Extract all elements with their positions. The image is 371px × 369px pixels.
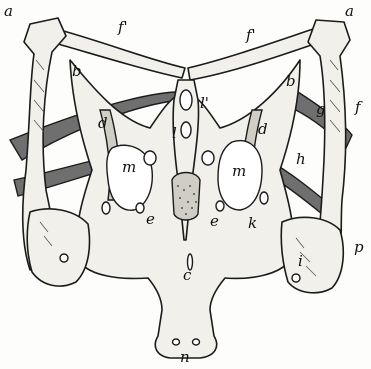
label-e-left: e [146,212,155,227]
label-m-left: m [122,160,136,175]
right-foramen-upper [202,151,214,165]
label-b-right: b [286,74,296,89]
keel-top-opening [180,90,192,110]
label-f: f [355,100,361,115]
left-foramen-e [136,203,144,213]
left-foramen-upper [144,151,156,165]
label-e-right: e [210,214,219,229]
label-a-right: a [345,4,354,19]
label-p: p [354,240,364,255]
label-l-prime: l' [200,96,209,111]
right-wing-foramen [292,274,300,282]
label-d-left: d [98,116,108,131]
nasal-opening-left [173,339,180,345]
label-h: h [296,152,306,167]
left-foramen-lower [102,202,110,214]
right-foramen-lower [260,192,268,204]
right-foramen-e [216,201,224,211]
label-d-right: d [258,122,268,137]
stippled-central-plate [172,173,200,221]
label-c: c [183,268,191,283]
label-f-prime-right: f' [246,28,256,43]
left-wing-foramen [60,254,68,262]
nasal-opening-right [193,339,200,345]
label-k: k [248,216,257,231]
label-a-left: a [4,4,13,19]
label-l: l [172,126,177,141]
right-upper-bar-f-prime [188,26,326,80]
label-i: i [298,254,303,269]
label-g: g [316,102,326,117]
label-n: n [180,350,190,365]
label-f-prime-left: f' [118,20,128,35]
keel-mid-opening [181,122,191,138]
left-lower-wing [27,209,89,286]
right-lower-wing [281,217,343,292]
label-m-right: m [232,164,246,179]
label-b-left: b [72,64,82,79]
